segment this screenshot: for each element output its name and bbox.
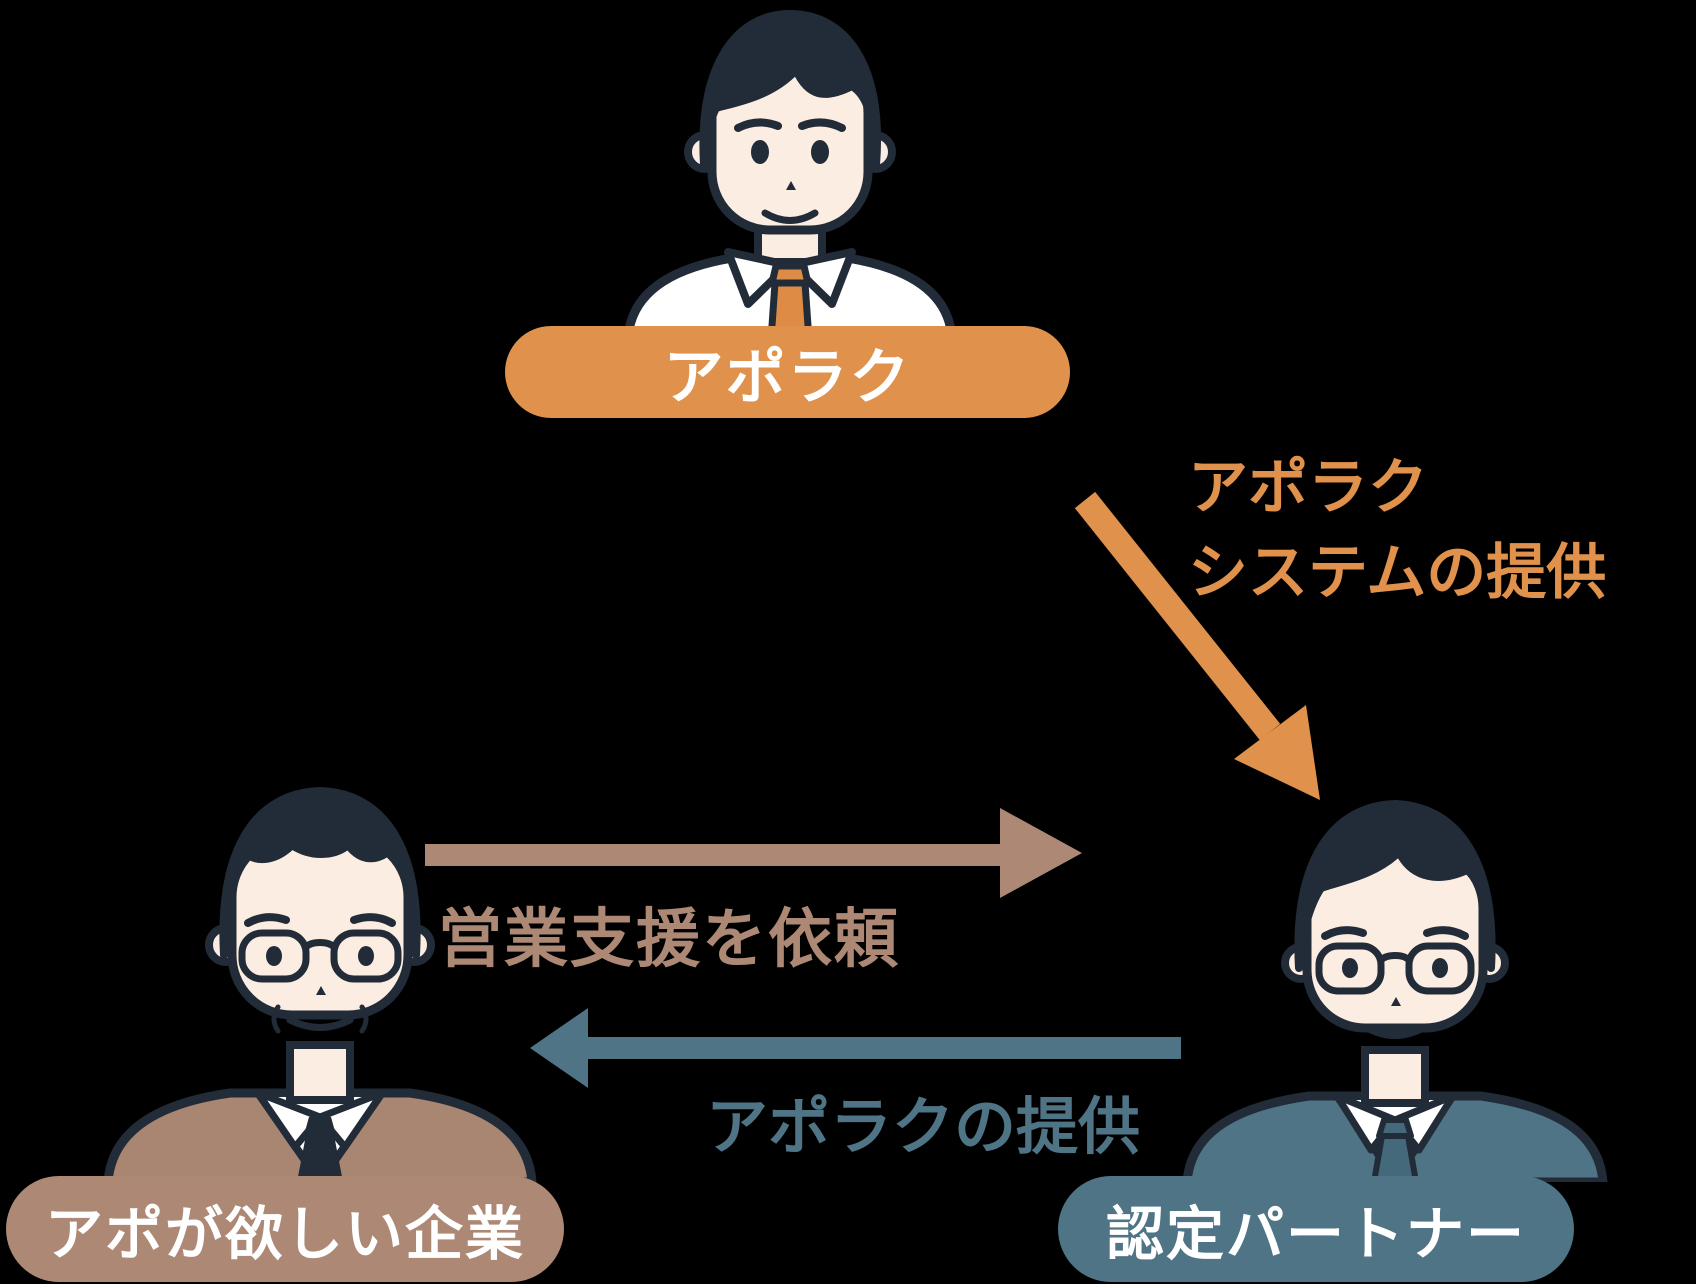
- tie-blade: [297, 1135, 343, 1182]
- glasses-bridge: [303, 939, 337, 950]
- eyebrow-right: [1423, 926, 1469, 940]
- eye-left: [1342, 958, 1358, 978]
- system-provision-label-line1: アポラク: [1188, 453, 1428, 523]
- client-node-label: アポが欲しい企業: [44, 1200, 525, 1268]
- eye-left: [266, 946, 282, 966]
- mouth: [761, 209, 819, 224]
- wrinkle-left: [271, 1004, 281, 1034]
- senior-businessman-glasses-brown-suit-icon: [103, 787, 537, 1187]
- wrinkle-right: [359, 1004, 369, 1034]
- partner-node-label: 認定パートナー: [1105, 1200, 1526, 1268]
- neck: [1361, 1046, 1429, 1107]
- glasses-right-lens: [1405, 942, 1475, 995]
- eye-right: [811, 140, 829, 164]
- request-support-arrow: [425, 808, 1082, 898]
- arrow-shaft: [425, 844, 1000, 866]
- arrow-shaft: [1074, 491, 1281, 741]
- apolaku-node-label: アポラク: [663, 342, 912, 413]
- eye-right: [358, 946, 374, 966]
- eyebrow-left: [1321, 926, 1367, 940]
- nose: [316, 986, 326, 995]
- neck: [286, 1041, 354, 1104]
- nose: [1391, 997, 1401, 1006]
- partner-node: 認定パートナー: [1058, 1176, 1574, 1282]
- client-node: アポが欲しい企業: [6, 1176, 564, 1282]
- system-provision-label-line2: システムの提供: [1188, 538, 1607, 609]
- glasses-right-lens: [330, 929, 402, 983]
- glasses-left-lens: [1315, 942, 1385, 995]
- glasses-bridge: [1378, 952, 1412, 963]
- partner-person-icon: [1175, 778, 1615, 1187]
- hair-receding: [219, 787, 421, 959]
- provide-apolaku-label: アポラクの提供: [706, 1090, 1141, 1163]
- system-provision-arrow: [1074, 491, 1320, 800]
- hair: [699, 10, 881, 169]
- eyebrow-right: [350, 913, 396, 927]
- young-businessman-orange-tie-icon: [623, 10, 957, 345]
- apolaku-node: アポラク: [505, 326, 1070, 418]
- glasses-left-lens: [238, 929, 310, 983]
- arrowhead-down-right: [1234, 705, 1320, 800]
- client-person-icon: [90, 745, 550, 1187]
- provide-apolaku-arrow: [530, 1008, 1181, 1088]
- businessman-glasses-teal-suit-icon: [1182, 800, 1608, 1187]
- request-support-label: 営業支援を依頼: [438, 903, 900, 977]
- eye-left: [751, 140, 769, 164]
- apolaku-person-icon: [600, 0, 980, 345]
- mouth: [1363, 1024, 1427, 1039]
- hair: [1294, 800, 1496, 972]
- eyebrow-left: [734, 118, 782, 132]
- eyebrow-right: [798, 118, 846, 132]
- nose: [786, 181, 796, 190]
- tie-knot: [304, 1117, 336, 1135]
- mouth: [286, 1016, 354, 1031]
- system-provision-label: アポラク システムの提供: [1188, 446, 1606, 616]
- arrowhead-right: [1000, 808, 1082, 898]
- arrowhead-left: [530, 1008, 588, 1088]
- eye-right: [1432, 958, 1448, 978]
- eyebrow-left: [244, 913, 290, 927]
- arrow-shaft: [586, 1037, 1181, 1059]
